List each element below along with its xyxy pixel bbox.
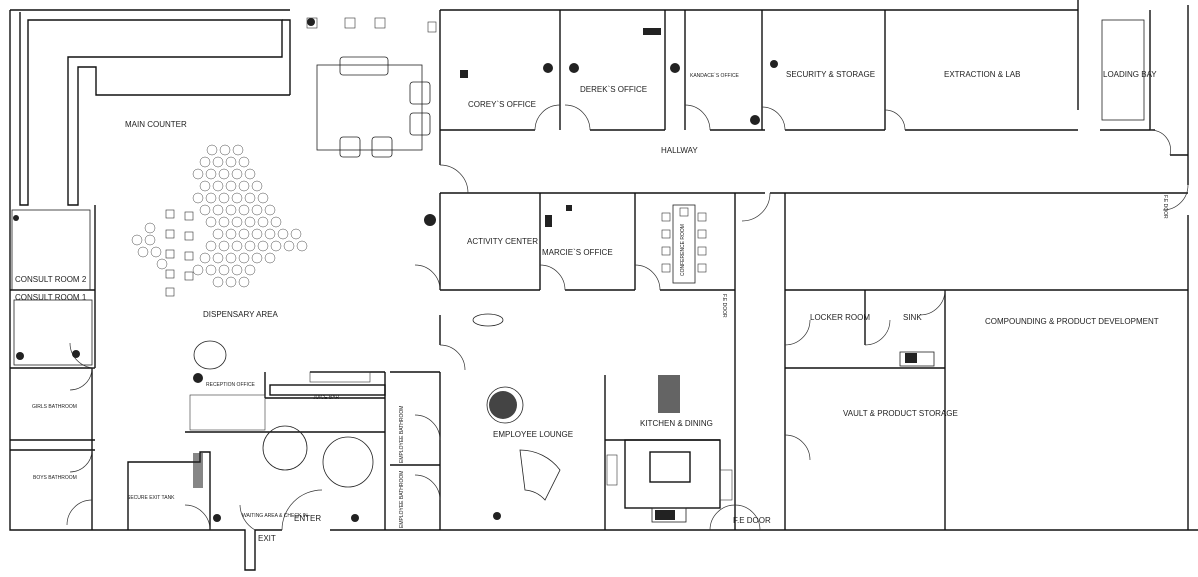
- consult-room-1-label: CONSULT ROOM 1: [15, 293, 87, 302]
- employee-lounge-label: EMPLOYEE LOUNGE: [493, 430, 574, 439]
- conference-room-label: CONFERENCE ROOM: [680, 224, 686, 276]
- main-counter: [19, 12, 290, 206]
- consult-room-2-label: CONSULT ROOM 2: [15, 275, 87, 284]
- secure-exit-tank-label: SECURE EXIT TANK: [127, 495, 175, 501]
- corey-office-label: COREY`S OFFICE: [468, 100, 537, 109]
- boys-bathroom-label: BOYS BATHROOM: [33, 475, 77, 481]
- compounding-label: COMPOUNDING & PRODUCT DEVELOPMENT: [985, 317, 1159, 326]
- kandace-office-label: KANDACE`S OFFICE: [690, 73, 739, 79]
- activity-center-label: ACTIVITY CENTER: [467, 237, 538, 246]
- derek-office-label: DEREK`S OFFICE: [580, 85, 648, 94]
- sink-label: SINK: [903, 313, 922, 322]
- security-storage-label: SECURITY & STORAGE: [786, 70, 876, 79]
- main-counter: [282, 19, 291, 95]
- reception-office-label: RECEPTION OFFICE: [206, 382, 255, 388]
- hallway-label: HALLWAY: [661, 146, 698, 155]
- juice-bar-label: JUICE BAR: [313, 395, 340, 401]
- loading-bay-label: LOADING BAY: [1103, 70, 1157, 79]
- employee-bathroom-b-label: EMPLOYEE BATHROOM: [399, 470, 405, 528]
- girls-bathroom-label: GIRLS BATHROOM: [32, 404, 77, 410]
- waiting-area-label: WAITING AREA & CHECK IN: [242, 513, 308, 519]
- fe-door-right-label: F.E DOOR: [1162, 195, 1168, 219]
- vault-label: VAULT & PRODUCT STORAGE: [843, 409, 958, 418]
- dispensary-pods: [131, 144, 308, 288]
- fe-door-bottom-label: F.E DOOR: [733, 516, 771, 525]
- dispensary-area-label: DISPENSARY AREA: [203, 310, 278, 319]
- exit-label: EXIT: [258, 534, 276, 543]
- locker-room-label: LOCKER ROOM: [810, 313, 871, 322]
- kitchen-dining-label: KITCHEN & DINING: [640, 419, 713, 428]
- employee-bathroom-a-label: EMPLOYEE BATHROOM: [399, 405, 405, 463]
- extraction-lab-label: EXTRACTION & LAB: [944, 70, 1021, 79]
- enter-label: ENTER: [294, 514, 322, 523]
- marcie-office-label: MARCIE`S OFFICE: [542, 248, 613, 257]
- fe-door-mid-label: F.E DOOR: [721, 294, 727, 318]
- main-counter-label: MAIN COUNTER: [125, 120, 187, 129]
